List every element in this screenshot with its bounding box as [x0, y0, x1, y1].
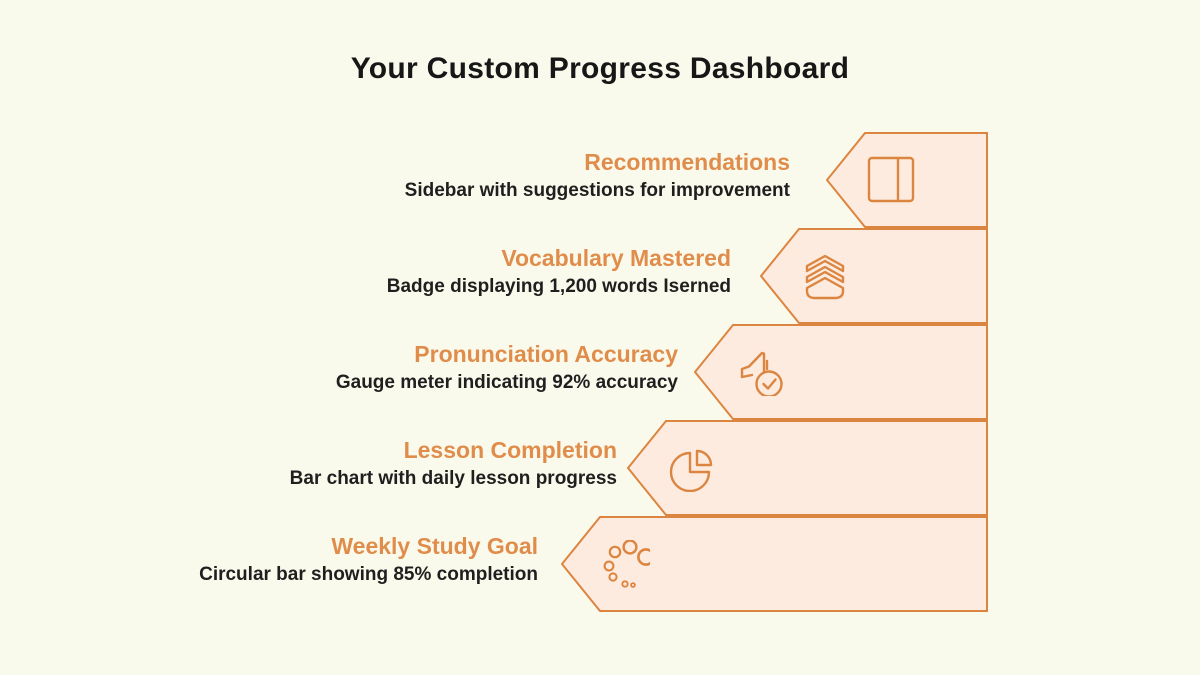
item-description: Gauge meter indicating 92% accuracy — [335, 372, 678, 393]
item-title: Lesson Completion — [403, 437, 617, 463]
item-description: Sidebar with suggestions for improvement — [404, 180, 790, 201]
pie-chart-icon — [669, 449, 713, 492]
sidebar-panel-icon — [867, 156, 915, 203]
banner-arrow-shape — [760, 228, 988, 324]
spinner-dots-icon — [603, 540, 650, 588]
banner-arrow-shape — [561, 516, 988, 612]
item-title: Weekly Study Goal — [331, 533, 538, 559]
banner-arrow-shape — [627, 420, 988, 516]
item-title: Pronunciation Accuracy — [414, 341, 678, 367]
item-title: Recommendations — [584, 149, 790, 175]
item-text-block: Pronunciation Accuracy Gauge meter indic… — [336, 339, 678, 397]
item-description: Circular bar showing 85% completion — [199, 564, 538, 585]
rank-chevrons-icon — [805, 254, 845, 300]
page-title: Your Custom Progress Dashboard — [350, 52, 850, 85]
item-text-block: Vocabulary Mastered Badge displaying 1,2… — [387, 243, 731, 301]
item-title: Vocabulary Mastered — [501, 245, 731, 271]
item-text-block: Recommendations Sidebar with suggestions… — [405, 147, 790, 205]
item-text-block: Lesson Completion Bar chart with daily l… — [290, 435, 617, 493]
banner-arrow-shape — [826, 132, 988, 228]
item-description: Bar chart with daily lesson progress — [289, 468, 617, 489]
item-description: Badge displaying 1,200 words Iserned — [386, 276, 731, 297]
item-text-block: Weekly Study Goal Circular bar showing 8… — [199, 531, 538, 589]
speaker-check-icon — [740, 351, 783, 396]
